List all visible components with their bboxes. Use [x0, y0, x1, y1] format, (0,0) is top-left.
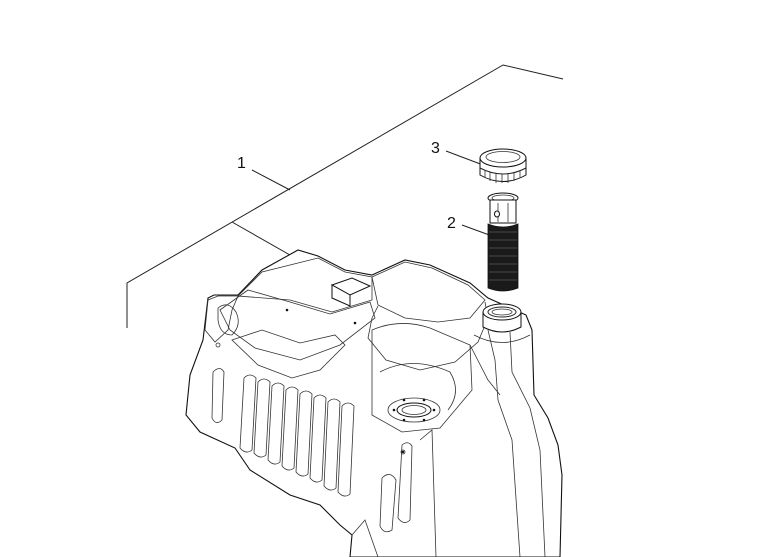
callout-label-2: 2: [447, 215, 456, 232]
callout-label-1: 1: [237, 155, 246, 172]
leader-line-3: [445, 150, 484, 166]
callout-label-3: 3: [431, 140, 440, 157]
leader-line-1b: [231, 221, 291, 256]
filler-cap: [479, 148, 527, 183]
tank-ribs: [239, 374, 355, 497]
sender-bolt-holes: [392, 398, 436, 422]
leader-line-2: [461, 224, 493, 237]
fuel-tank: [185, 249, 563, 557]
leader-line-1a: [251, 169, 291, 191]
assembly-bracket: [126, 64, 564, 328]
filler-strainer: [487, 192, 519, 292]
